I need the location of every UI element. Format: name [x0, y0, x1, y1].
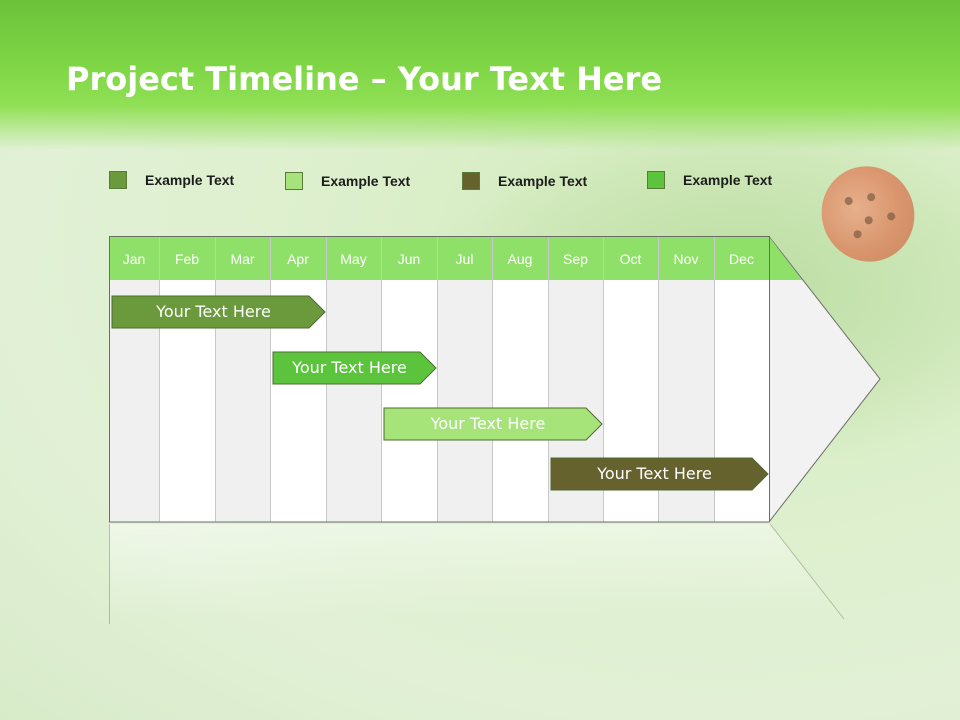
legend-label-2: Example Text — [321, 173, 411, 189]
month-label-jun: Jun — [397, 251, 421, 267]
task-bar-3 — [383, 407, 603, 441]
month-label-aug: Aug — [507, 251, 533, 267]
month-label-nov: Nov — [673, 251, 699, 267]
task-bar-4 — [550, 457, 769, 491]
task-bar-1 — [111, 295, 326, 329]
month-label-may: May — [340, 251, 367, 267]
month-column-jun — [381, 280, 437, 522]
task-label-3: Your Text Here — [430, 414, 546, 433]
task-label-4: Your Text Here — [597, 464, 712, 483]
month-column-may — [326, 280, 381, 522]
title-rest: – Your Text Here — [359, 60, 663, 98]
page-title: Project Timeline – Your Text Here — [66, 60, 662, 98]
month-label-jan: Jan — [122, 251, 146, 267]
month-header-band — [109, 236, 802, 280]
month-label-sep: Sep — [563, 251, 588, 267]
legend-swatch-4 — [647, 171, 665, 189]
legend-swatch-1 — [109, 171, 127, 189]
month-label-oct: Oct — [619, 251, 642, 267]
legend-swatch-3 — [462, 172, 480, 190]
month-label-dec: Dec — [729, 251, 754, 267]
task-label-2: Your Text Here — [292, 358, 407, 377]
legend-item-4: Example Text — [647, 171, 772, 189]
title-bold: Project Timeline — [66, 60, 360, 98]
timeline-arrow-shape — [109, 236, 881, 523]
month-column-aug — [492, 280, 548, 522]
task-bar-2 — [272, 351, 437, 385]
task-label-1: Your Text Here — [156, 302, 271, 321]
legend-item-3: Example Text — [462, 172, 587, 190]
month-label-feb: Feb — [174, 251, 200, 267]
month-label-jul: Jul — [455, 251, 474, 267]
month-label-apr: Apr — [287, 251, 309, 267]
legend-swatch-2 — [285, 172, 303, 190]
timeline-reflection — [109, 524, 845, 624]
legend-item-2: Example Text — [285, 172, 410, 190]
month-label-mar: Mar — [230, 251, 255, 267]
month-column-jul — [437, 280, 492, 522]
legend-label-4: Example Text — [683, 172, 773, 188]
legend-item-1: Example Text — [109, 171, 234, 189]
title-band — [0, 0, 960, 150]
legend-label-1: Example Text — [145, 172, 235, 188]
legend-label-3: Example Text — [498, 173, 588, 189]
